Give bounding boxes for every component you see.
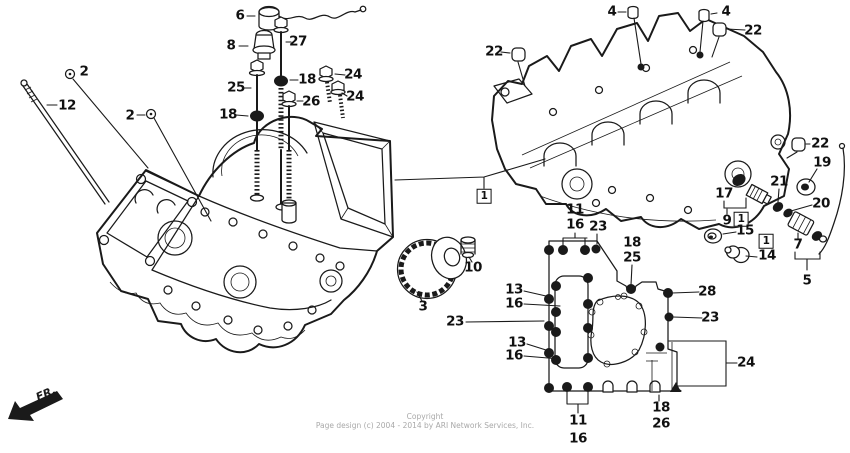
dowel-pin-4-icon bbox=[698, 8, 710, 23]
front-direction-arrow: FR. bbox=[8, 384, 63, 421]
left-fasteners-drawing bbox=[64, 5, 367, 224]
flange-bolt-24-icon bbox=[318, 65, 334, 104]
oil-pressure-switch-8-icon bbox=[252, 29, 276, 60]
bolt-25-icon bbox=[248, 59, 266, 202]
drain-bolt-14-icon bbox=[724, 245, 750, 264]
sensor-wire-5-icon bbox=[818, 142, 846, 255]
washer-19-icon bbox=[796, 178, 816, 196]
lower-crankcase-drawing bbox=[96, 116, 394, 354]
right-small-parts-drawing bbox=[511, 5, 846, 264]
flange-bolt-24-icon bbox=[330, 80, 346, 119]
sealing-cap-22-icon bbox=[791, 137, 806, 152]
crankcase-bolt-pattern-schematic bbox=[544, 240, 682, 393]
seal-17-icon bbox=[732, 173, 746, 187]
oil-dipstick-drawing bbox=[20, 79, 110, 205]
sealing-cap-22-icon bbox=[511, 47, 526, 62]
oil-filter-drawing bbox=[396, 236, 468, 300]
grommet-18-icon bbox=[250, 110, 264, 122]
copyright-notice: Copyright Page design (c) 2004 - 2014 by… bbox=[0, 412, 850, 431]
washer-15-icon bbox=[703, 228, 723, 244]
dowel-pin-4-icon bbox=[627, 5, 639, 20]
oring-21-icon bbox=[772, 202, 784, 212]
sealing-cap-22-icon bbox=[712, 22, 727, 37]
oil-filter-base-drawing bbox=[460, 236, 476, 259]
joint-9-icon bbox=[745, 183, 772, 205]
copyright-line1: Copyright bbox=[406, 412, 444, 421]
sealing-cap-6-icon bbox=[258, 5, 367, 31]
bolt-27-icon bbox=[273, 16, 289, 211]
sensor-7-icon bbox=[787, 211, 815, 236]
oring-20-icon bbox=[783, 208, 793, 218]
bolt-26-icon bbox=[281, 90, 297, 224]
leader-lines bbox=[46, 11, 821, 414]
sensor-assembly-icons bbox=[732, 173, 828, 243]
copyright-line2: Page design (c) 2004 - 2014 by ARI Netwo… bbox=[315, 421, 535, 431]
upper-crankcase-drawing bbox=[491, 12, 791, 230]
grommet-18-icon bbox=[274, 75, 288, 87]
